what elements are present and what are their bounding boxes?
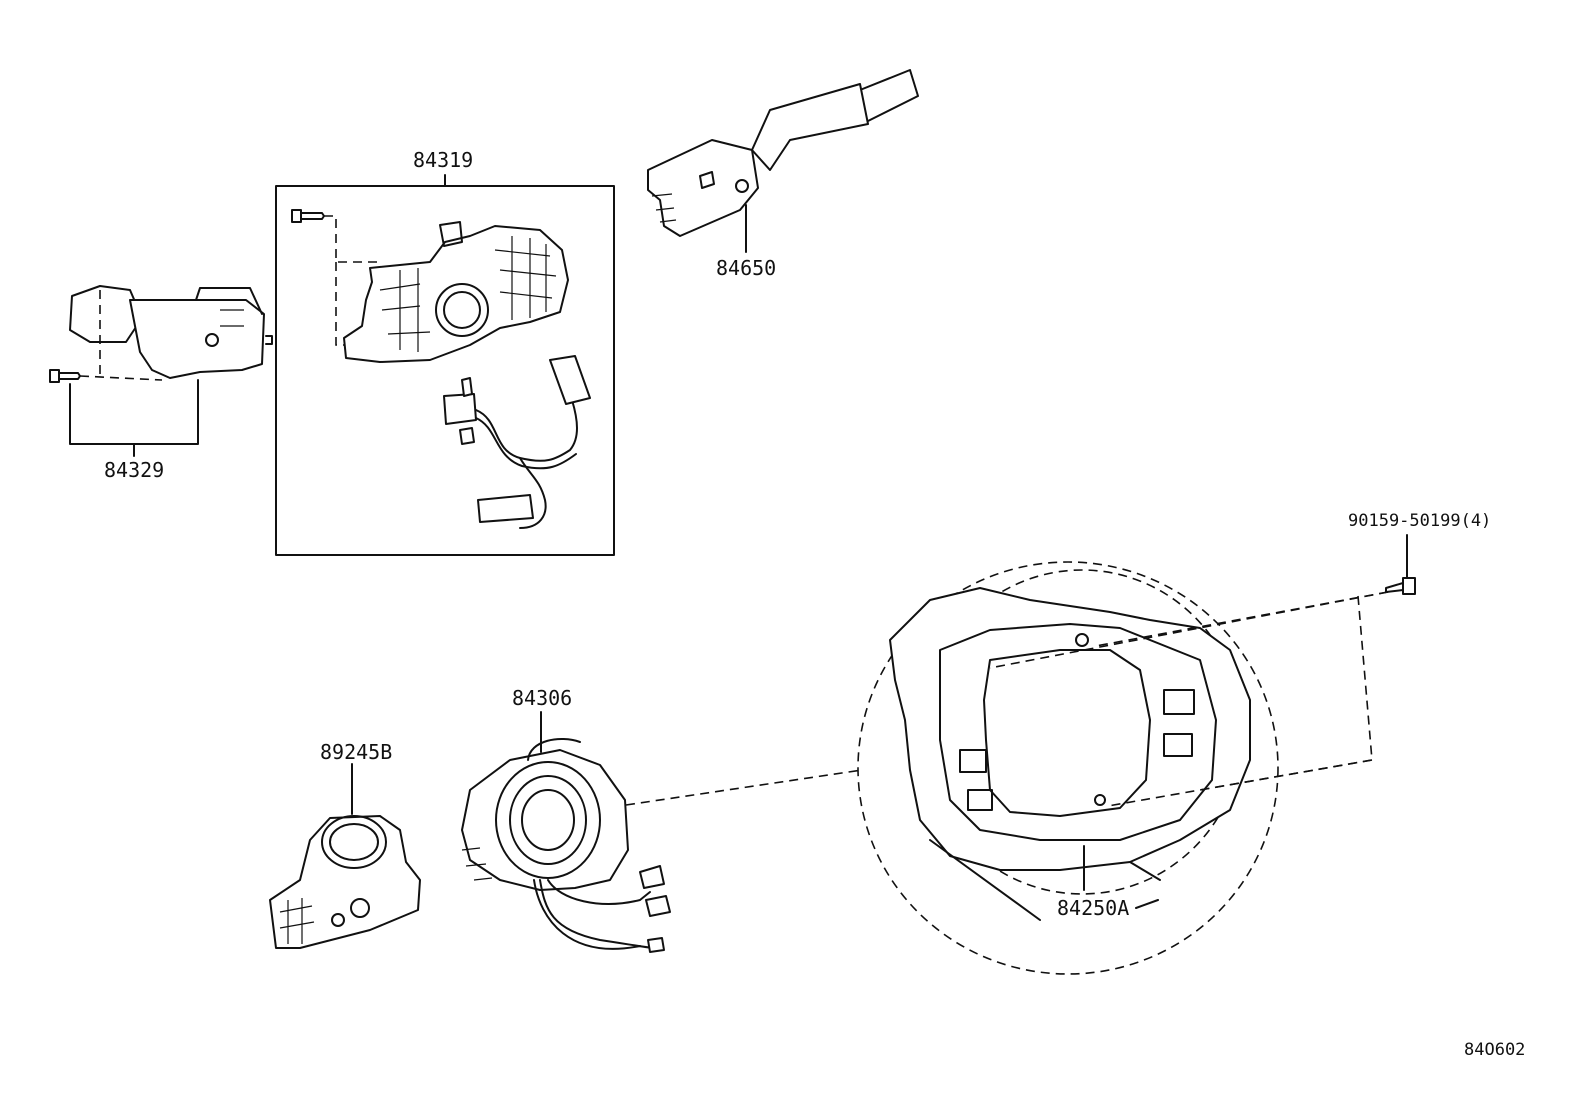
screw-icon [49, 369, 81, 383]
turn-signal-switch-84329 [69, 285, 273, 379]
part-label-90159-50199: 90159-50199(4) [1348, 511, 1492, 531]
wire-harness [443, 355, 591, 529]
part-label-84250A: 84250A [1057, 896, 1130, 920]
screw-icon [1385, 577, 1416, 595]
combination-switch-body [343, 221, 569, 363]
wiper-switch-84650 [647, 69, 919, 237]
part-label-84319: 84319 [413, 148, 474, 172]
part-label-84329: 84329 [104, 458, 165, 482]
steering-wheel-84250A [857, 561, 1279, 975]
diagram-code: 84O602 [1464, 1040, 1526, 1060]
screw-icon [291, 209, 325, 223]
part-label-84650: 84650 [716, 256, 777, 280]
part-label-84306: 84306 [512, 686, 573, 710]
spiral-cable-84306 [461, 738, 671, 953]
steering-sensor-89245B [269, 815, 421, 949]
part-label-89245B: 89245B [320, 740, 393, 764]
